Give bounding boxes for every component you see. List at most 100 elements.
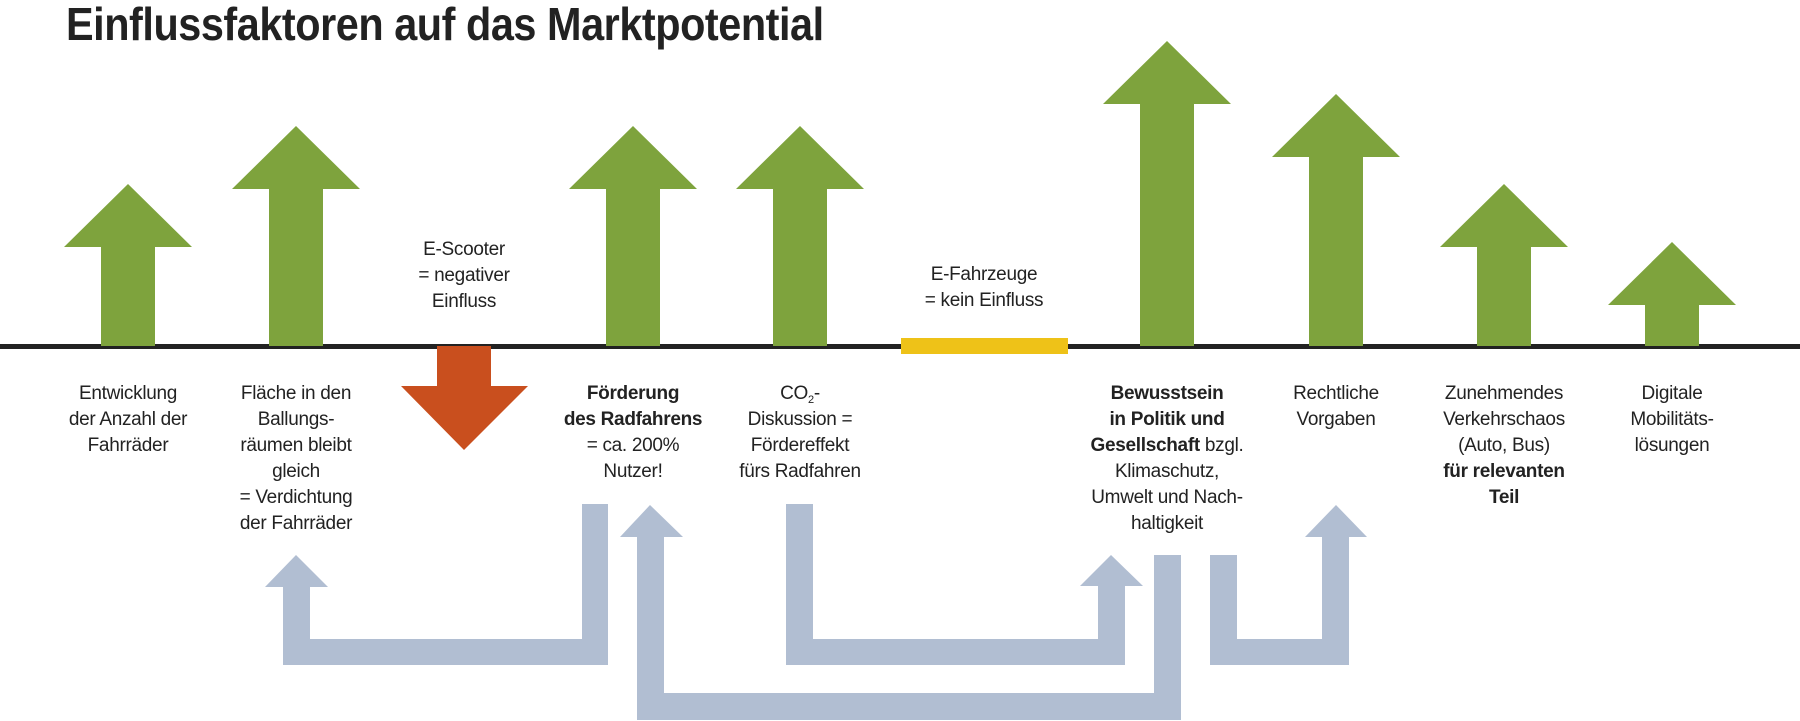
label-line: Verkehrschaos [1394,407,1614,433]
label-text: lösungen [1634,435,1710,456]
label-line: Klimaschutz, [1057,459,1277,485]
label-text: Nutzer! [603,461,663,482]
label-line: Mobilitäts- [1562,407,1782,433]
up-arrow-digital [1608,242,1736,346]
up-arrow-verkehrschaos [1440,184,1568,346]
label-text: Gesellschaft [1090,435,1200,456]
label-line: Vorgaben [1226,407,1446,433]
label-line: räumen bleibt [186,433,406,459]
label-line: Entwicklung [18,381,238,407]
label-text: Rechtliche [1293,383,1379,404]
label-line: Diskussion = [690,407,910,433]
label-line: für relevanten [1394,459,1614,485]
label-text: für relevanten [1443,461,1565,482]
label-text: Klimaschutz, [1114,461,1220,482]
up-arrow-rechtliche [1272,94,1400,346]
label-line: Zunehmendes [1394,381,1614,407]
label-line: in Politik und [1057,407,1277,433]
page-title: Einflussfaktoren auf das Marktpotential [66,0,824,50]
label-text: (Auto, Bus) [1458,435,1550,456]
label-text: Entwicklung [78,383,178,404]
link-arrow-foerderung-to-flaeche [265,504,608,665]
label-text: räumen bleibt [240,435,352,456]
label-text: Bewusstsein [1110,383,1224,404]
factor-label-foerderung: Förderung des Radfahrens = ca. 200% Nutzer! [523,381,743,485]
label-text: = kein Einfluss [924,290,1044,311]
label-text: Fläche in den [240,383,352,404]
label-text: Fördereffekt [750,435,850,456]
label-text: des Radfahrens [563,409,703,430]
label-line: der Anzahl der [18,407,238,433]
label-text: Förderung [586,383,680,404]
label-line: haltigkeit [1057,511,1277,537]
label-line: Förderung [523,381,743,407]
label-line: gleich [186,459,406,485]
label-line: fürs Radfahren [690,459,910,485]
label-text: Fahrräder [87,435,169,456]
label-text: gleich [272,461,320,482]
label-text: = negativer [418,265,510,286]
label-line: CO2- [690,381,910,407]
label-line: des Radfahrens [523,407,743,433]
up-arrow-co2 [736,126,864,346]
label-text: = ca. 200% [586,435,680,456]
label-line: Nutzer! [523,459,743,485]
link-arrow-bewusstsein-to-foerderung [620,505,1181,720]
label-line: E-Scooter [354,237,574,263]
label-line: E-Fahrzeuge [874,262,1094,288]
label-text: Zunehmendes [1444,383,1564,404]
label-line: Teil [1394,485,1614,511]
up-arrow-flaeche [232,126,360,346]
label-line: = Verdichtung [186,485,406,511]
label-line: Gesellschaft bzgl. [1057,433,1277,459]
baseline-axis [0,344,1800,349]
label-text: Mobilitäts- [1630,409,1714,430]
neutral-bar-efahrzeuge [901,338,1068,354]
label-line: (Auto, Bus) [1394,433,1614,459]
label-line: Fahrräder [18,433,238,459]
label-line: Fördereffekt [690,433,910,459]
label-text: - [813,383,820,404]
label-text: Teil [1488,487,1520,508]
label-line: Bewusstsein [1057,381,1277,407]
label-text: der Anzahl der [68,409,188,430]
label-text: der Fahrräder [239,513,353,534]
label-text: fürs Radfahren [739,461,861,482]
link-arrow-bewusstsein-to-rechtliche [1210,505,1367,665]
label-text: bzgl. [1199,435,1244,456]
label-text: Digitale [1641,383,1703,404]
label-line: Umwelt und Nach- [1057,485,1277,511]
label-line: = kein Einfluss [874,288,1094,314]
label-line: Fläche in den [186,381,406,407]
label-text: Umwelt und Nach- [1091,487,1243,508]
label-text: Einfluss [431,291,497,312]
label-text: in Politik und [1109,409,1225,430]
label-text: haltigkeit [1131,513,1203,534]
efahrzeuge-label: E-Fahrzeuge = kein Einfluss [874,262,1094,314]
label-text: Diskussion = [747,409,853,430]
up-arrow-foerderung [569,126,697,346]
link-arrow-co2-to-bewusstsein [786,504,1143,665]
label-line: Einfluss [354,289,574,315]
label-line: der Fahrräder [186,511,406,537]
label-text: E-Fahrzeuge [930,264,1038,285]
subscript: 2 [808,394,814,406]
label-text: E-Scooter [423,239,505,260]
label-text: CO [780,383,809,404]
label-line: = negativer [354,263,574,289]
up-arrow-entwicklung [64,184,192,346]
label-text: = Verdichtung [239,487,353,508]
label-line: = ca. 200% [523,433,743,459]
label-line: Rechtliche [1226,381,1446,407]
label-text: Vorgaben [1296,409,1376,430]
